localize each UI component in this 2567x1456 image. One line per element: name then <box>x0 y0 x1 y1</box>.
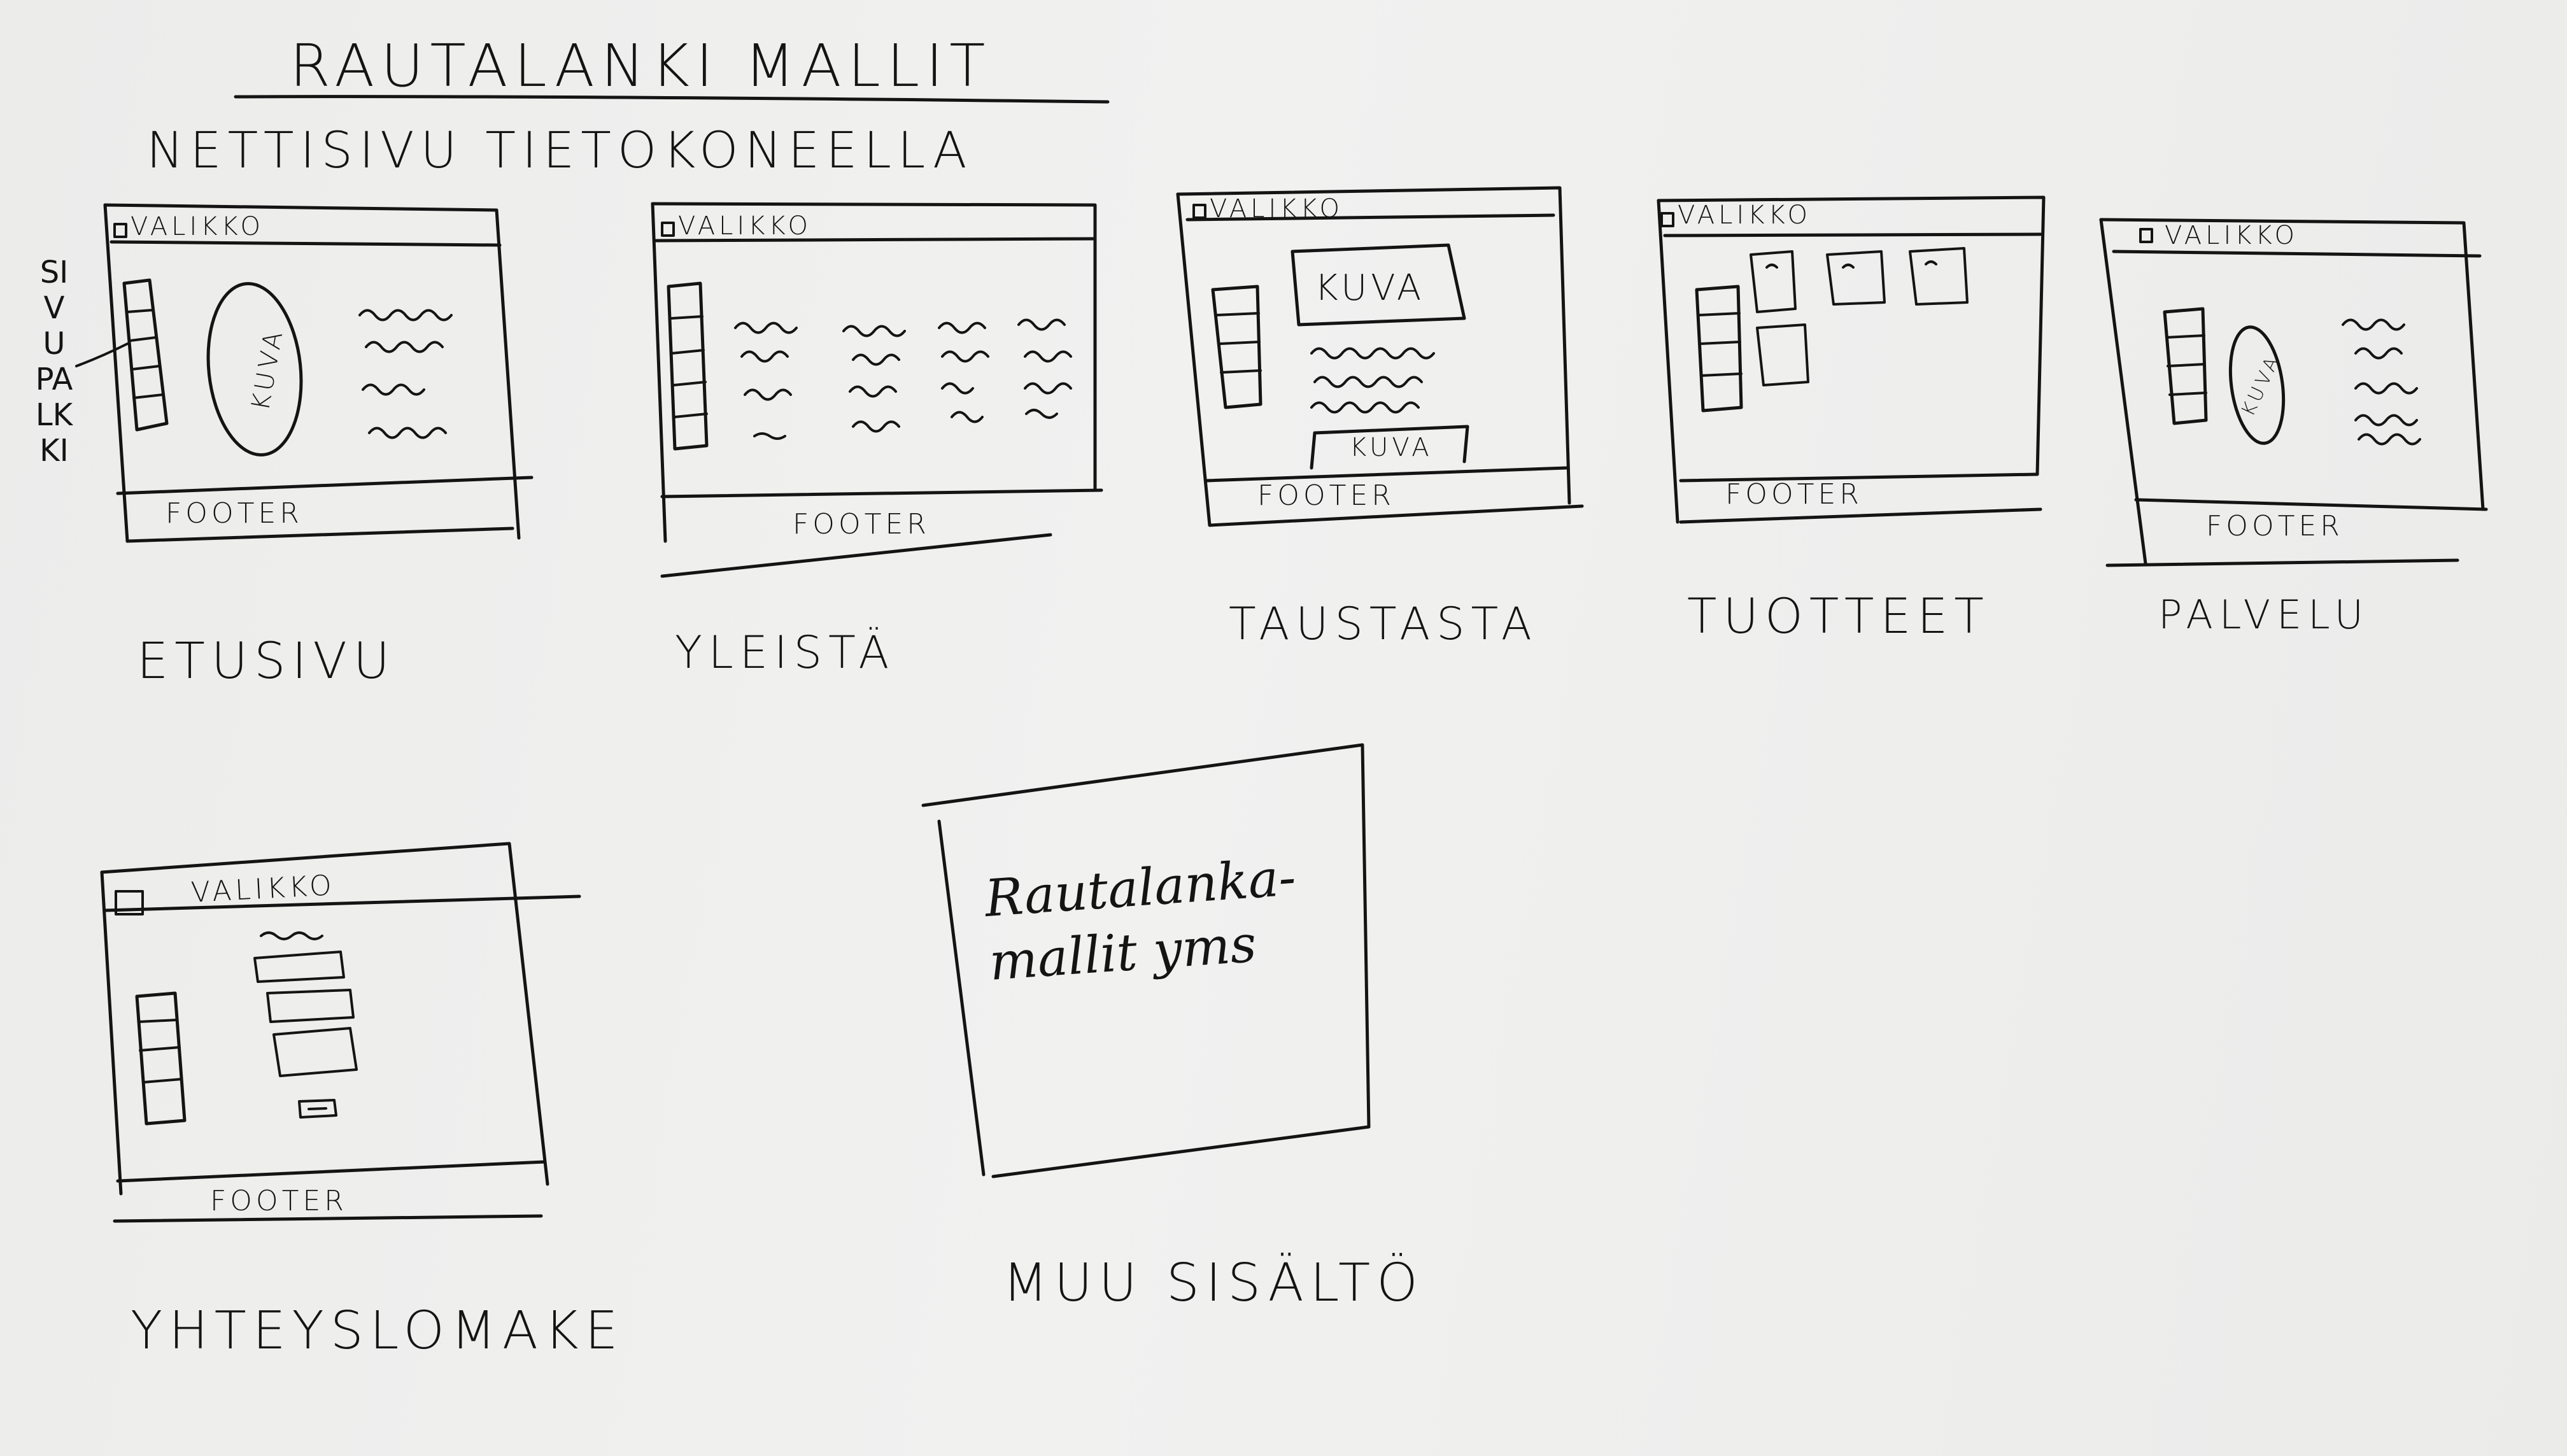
menu-label: VALIKKO <box>1210 194 1344 223</box>
caption-muu-sisalto: MUU SISÄLTÖ <box>1003 1253 1424 1313</box>
footer-label: FOOTER <box>793 508 930 541</box>
wireframe-taustasta <box>1176 186 1584 527</box>
caption-yhteyslomake: YHTEYSLOMAKE <box>131 1301 625 1361</box>
footer-label: FOOTER <box>2206 510 2344 542</box>
page-title: RAUTALANKI MALLIT <box>290 32 992 100</box>
footer-label: FOOTER <box>210 1185 348 1217</box>
image-label: KUVA <box>1350 433 1433 462</box>
title-underline <box>234 95 1110 104</box>
footer-label: FOOTER <box>1725 478 1863 511</box>
menu-label: VALIKKO <box>678 211 812 241</box>
wireframe-yhteyslomake <box>100 842 581 1223</box>
caption-tuotteet: TUOTTEET <box>1687 588 1990 644</box>
footer-label: FOOTER <box>166 497 303 530</box>
wireframe-yleista <box>651 202 1103 578</box>
menu-label: VALIKKO <box>2165 221 2299 250</box>
caption-etusivu: ETUSIVU <box>137 633 396 690</box>
footer-label: FOOTER <box>1257 479 1395 512</box>
menu-label: VALIKKO <box>1678 201 1812 230</box>
menu-label: VALIKKO <box>190 869 336 909</box>
wireframe-tuotteet <box>1657 195 2046 524</box>
wireframe-muu-sisalto <box>921 743 1371 1178</box>
caption-yleista: YLEISTÄ <box>675 626 896 679</box>
other-content-note-text: Rautalanka- mallit yms <box>982 847 1298 992</box>
caption-taustasta: TAUSTASTA <box>1229 598 1538 650</box>
page-subtitle: NETTISIVU TIETOKONEELLA <box>146 122 973 180</box>
menu-label: VALIKKO <box>131 212 265 241</box>
wireframe-palvelu <box>2099 218 2488 567</box>
sidebar-annotation: SIVUPALKKI <box>35 255 73 469</box>
caption-palvelu: PALVELU <box>2158 591 2370 638</box>
image-label: KUVA <box>1315 267 1425 309</box>
wireframe-etusivu <box>75 203 534 543</box>
other-content-note: Rautalanka- mallit yms <box>983 845 1303 994</box>
